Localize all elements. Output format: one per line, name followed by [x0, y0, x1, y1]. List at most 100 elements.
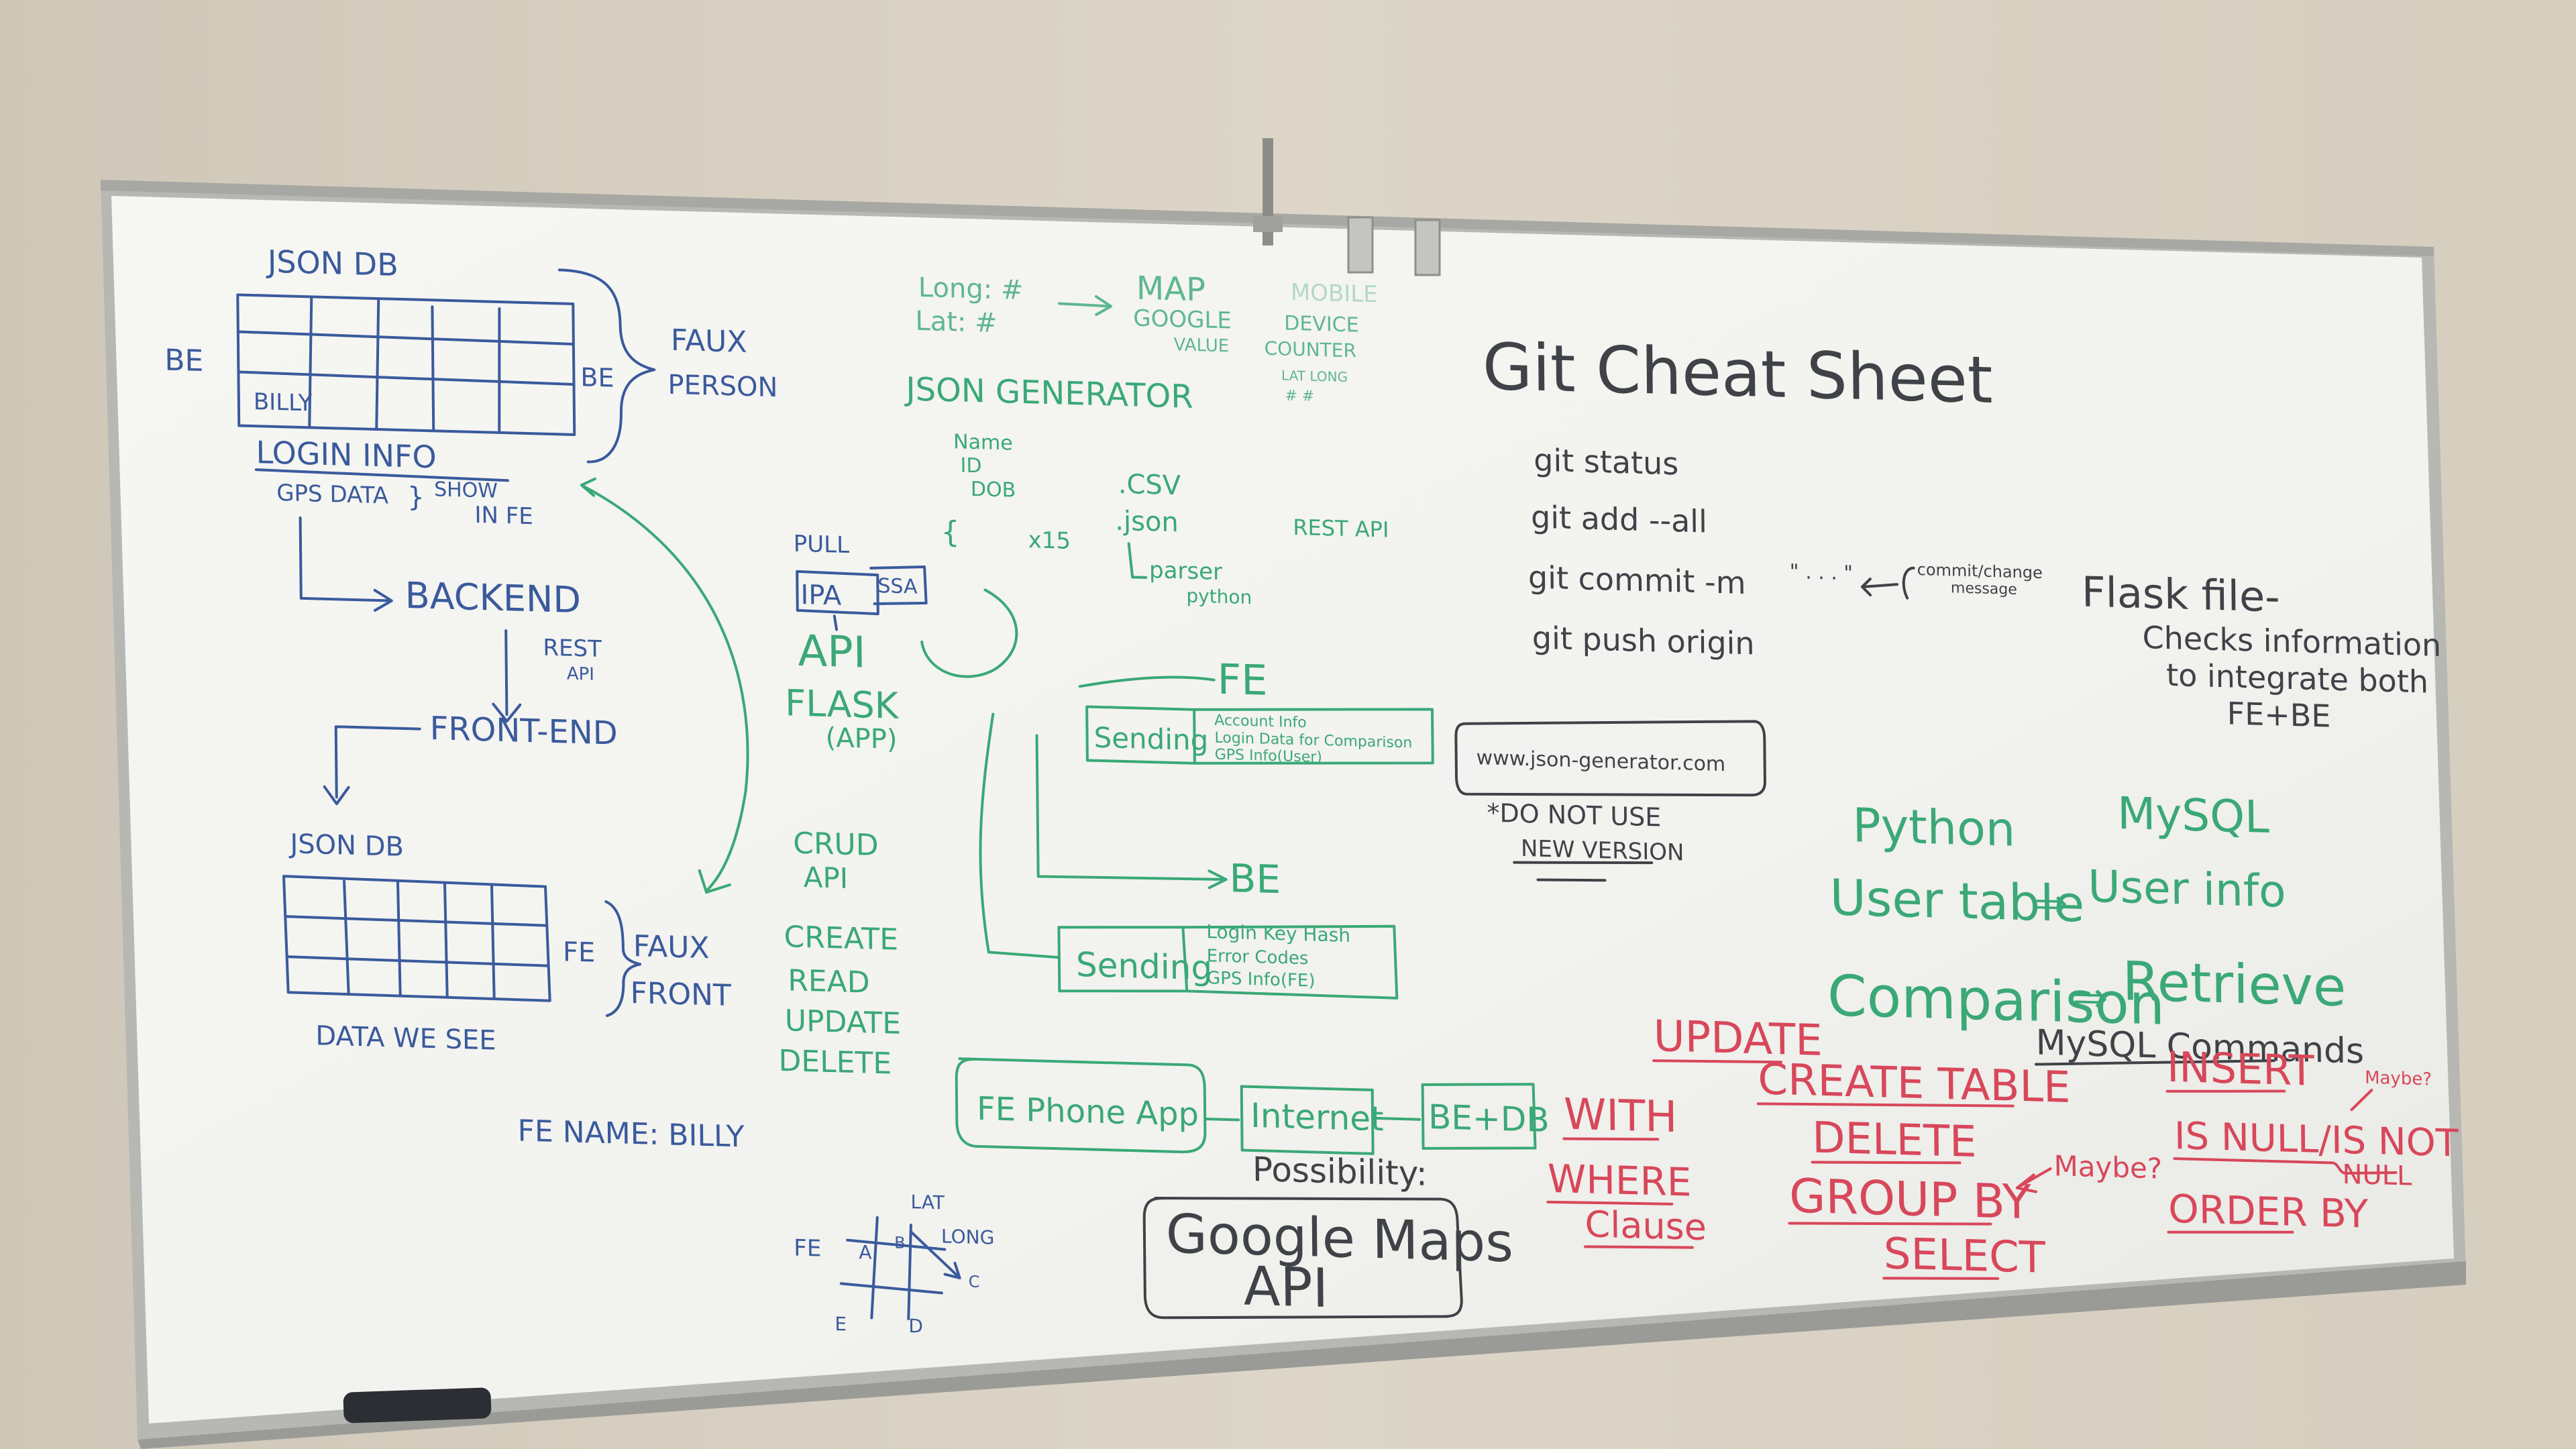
user-table-arrow: ⇒	[2034, 880, 2068, 928]
backend-db-brace	[557, 268, 656, 464]
google-maps-label: Google Maps	[1165, 1202, 1513, 1274]
do-not-use-label: *DO NOT USE	[1487, 798, 1661, 833]
git-command-4: git push origin	[1532, 619, 1755, 661]
flask-file-title: Flask file-	[2082, 568, 2280, 622]
login-info-label: LOGIN INFO	[256, 434, 437, 475]
comparison-label: Comparison	[1827, 963, 2165, 1038]
board-content: JSON DB BE BILLY BE FAUX PERSON LOGIN IN…	[164, 244, 2459, 1338]
small-cycle-arrow	[920, 588, 1018, 678]
lat-long-label: LAT LONG	[1281, 367, 1348, 385]
sketch-d: D	[908, 1315, 923, 1338]
url-box	[1454, 720, 1766, 797]
pull-label: PULL	[794, 531, 850, 559]
flow-section: BACKEND REST API FRONT-END	[299, 516, 618, 806]
json-label: .json	[1115, 506, 1179, 539]
map-notes-section: Long: # Lat: # MAP GOOGLE VALUE MOBILE D…	[915, 270, 1378, 405]
map-hook	[1253, 138, 1441, 276]
lat-long-hashes: # #	[1285, 388, 1314, 405]
marker-tray	[138, 1261, 2466, 1449]
map-label: MAP	[1136, 270, 1206, 309]
phone-app-box	[955, 1057, 1207, 1154]
big-cycle-arrow	[580, 484, 749, 893]
frontend-db-title: JSON DB	[288, 828, 404, 863]
git-cheat-sheet-title: Git Cheat Sheet	[1482, 329, 1993, 419]
delete-command: DELETE	[1812, 1114, 1977, 1168]
git-commit-quotes: " . . . "	[1790, 560, 1854, 586]
frontend-front-label: FRONT	[630, 976, 731, 1013]
exchange-fe-label: FE	[1217, 655, 1268, 705]
new-version-label: NEW VERSION	[1521, 835, 1684, 867]
retrieve-label: Retrieve	[2122, 950, 2346, 1018]
generator-dob: DOB	[971, 478, 1016, 502]
sending-top-label: Sending	[1093, 721, 1208, 757]
where-command: WHERE	[1548, 1156, 1692, 1205]
api-label: API	[798, 627, 866, 678]
git-command-2: git add --all	[1531, 498, 1707, 539]
generator-brace: {	[941, 515, 960, 550]
lat-long-sketch: FE A B LAT LONG C D E	[794, 1191, 994, 1338]
sending-bottom-item-2: Error Codes	[1207, 946, 1309, 969]
comparison-arrow: ⇒	[2072, 973, 2108, 1023]
maybe-1-label: Maybe?	[2053, 1149, 2162, 1185]
null-label: NULL	[2342, 1159, 2412, 1192]
sending-bottom-item-1: Login Key Hash	[1206, 920, 1350, 947]
is-null-command: IS NULL/IS NOT	[2174, 1114, 2459, 1165]
backend-db-table	[236, 293, 576, 436]
google-maps-box	[1142, 1197, 1463, 1320]
generator-name: Name	[953, 430, 1013, 455]
person-label: PERSON	[667, 370, 777, 403]
google-label: GOOGLE	[1133, 305, 1232, 335]
fe-phone-app-label: FE Phone App	[977, 1090, 1199, 1134]
counter-label: COUNTER	[1265, 337, 1357, 362]
delete-crud-label: DELETE	[778, 1044, 892, 1081]
sending-bottom-item-3: GPS Info(FE)	[1207, 968, 1316, 991]
be-right-label: BE	[580, 362, 614, 392]
sketch-e: E	[835, 1313, 847, 1335]
sketch-lat: LAT	[910, 1191, 945, 1214]
data-we-see-label: DATA WE SEE	[315, 1020, 496, 1056]
long-label: Long: #	[918, 272, 1024, 306]
python-mysql-section: Python MySQL User table ⇒ User info Comp…	[1827, 788, 2347, 1038]
bedb-box	[1421, 1083, 1537, 1150]
sketch-fe: FE	[794, 1234, 821, 1262]
create-label: CREATE	[784, 920, 898, 957]
api-flask-section: PULL IPA SSA API FLASK (APP) CRUD API CR…	[580, 477, 1018, 1081]
python-label: Python	[1852, 798, 2015, 857]
pipeline-section: FE Phone App Internet BE+DB Possibility:…	[955, 1057, 1550, 1320]
backend-label: BACKEND	[405, 574, 581, 621]
sending-top-item-3: GPS Info(User)	[1215, 747, 1322, 766]
csv-label: .CSV	[1118, 469, 1181, 502]
in-fe-label: IN FE	[474, 502, 533, 530]
sending-top-item-1: Account Info	[1214, 712, 1307, 732]
exchange-be-label: BE	[1229, 855, 1281, 902]
flask-label: FLASK	[785, 682, 900, 727]
crud-api-label: API	[804, 861, 849, 895]
frontend-label: FRONT-END	[429, 710, 618, 753]
order-by-command: ORDER BY	[2168, 1186, 2369, 1237]
clause-label: Clause	[1585, 1203, 1707, 1248]
python-small-label: python	[1186, 585, 1252, 609]
insert-command: INSERT	[2167, 1042, 2315, 1095]
select-command: SELECT	[1884, 1229, 2047, 1283]
flask-note-line-1: Checks information	[2142, 619, 2441, 663]
backend-db-title: JSON DB	[266, 244, 398, 283]
commit-note-2: message	[1951, 580, 2017, 598]
mysql-label: MySQL	[2117, 788, 2270, 843]
parser-label: parser	[1149, 557, 1222, 586]
json-generator-section: JSON GENERATOR Name ID DOB { x15 .CSV .j…	[904, 370, 1389, 609]
be-left-label: BE	[164, 343, 203, 378]
eraser	[343, 1387, 492, 1424]
backend-db-section: JSON DB BE BILLY BE FAUX PERSON LOGIN IN…	[164, 244, 778, 531]
mobile-label: MOBILE	[1291, 279, 1378, 308]
git-cheat-sheet-section: Git Cheat Sheet git status git add --all…	[1454, 329, 2043, 882]
rest-api-generator-label: REST API	[1293, 515, 1389, 543]
whiteboard-surface	[111, 196, 2454, 1424]
faux-label: FAUX	[671, 323, 747, 360]
google-maps-api-label: API	[1243, 1255, 1328, 1320]
flask-note-line-3: FE+BE	[2226, 695, 2330, 734]
with-command: WITH	[1564, 1090, 1678, 1143]
frontend-db-table	[282, 875, 551, 1002]
brace-mark: }	[407, 482, 425, 513]
flask-note-section: Flask file- Checks information to integr…	[2082, 568, 2442, 735]
